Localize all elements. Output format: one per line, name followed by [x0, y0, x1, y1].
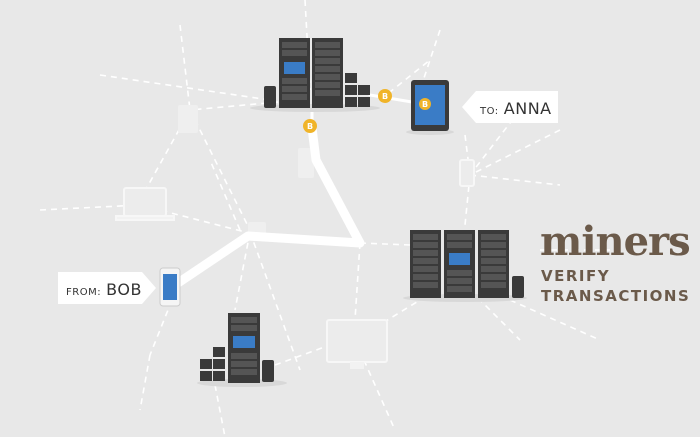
faded-monitor-icon — [326, 319, 388, 369]
server-rack-icon — [228, 313, 260, 383]
recipient-tablet-icon: B — [406, 80, 454, 135]
sender-name: BOB — [106, 280, 142, 299]
server-rack-icon — [410, 230, 441, 298]
bitcoin-coin-icon: B — [303, 119, 317, 133]
server-rack-icon — [444, 230, 475, 298]
recipient-name: ANNA — [503, 99, 552, 118]
sender-tag-shape — [58, 272, 156, 304]
bitcoin-coin-icon: B — [378, 89, 392, 103]
server-rack-icon — [279, 38, 310, 108]
bottom-server-cluster — [197, 313, 287, 387]
sender-label: FROM: BOB — [66, 280, 142, 299]
miners-server-cluster — [403, 230, 527, 302]
top-server-cluster — [250, 38, 380, 112]
faded-phone-icon — [459, 159, 475, 187]
server-rack-icon — [312, 38, 343, 108]
recipient-label: TO: ANNA — [480, 99, 552, 118]
transaction-path — [170, 93, 414, 290]
recipient-prefix: TO: — [480, 106, 499, 117]
sender-phone-icon — [159, 267, 181, 307]
recipient-tag-shape — [462, 91, 558, 123]
coin-letter: B — [382, 92, 388, 101]
coin-letter: B — [422, 100, 428, 109]
sender-prefix: FROM: — [66, 287, 102, 298]
transactions-line: TRANSACTIONS — [541, 287, 691, 305]
coin-letter: B — [307, 122, 313, 131]
verify-line: VERIFY — [541, 267, 611, 285]
faded-laptop-icon — [115, 187, 175, 221]
server-rack-icon — [478, 230, 509, 298]
miners-heading: miners — [540, 218, 691, 265]
